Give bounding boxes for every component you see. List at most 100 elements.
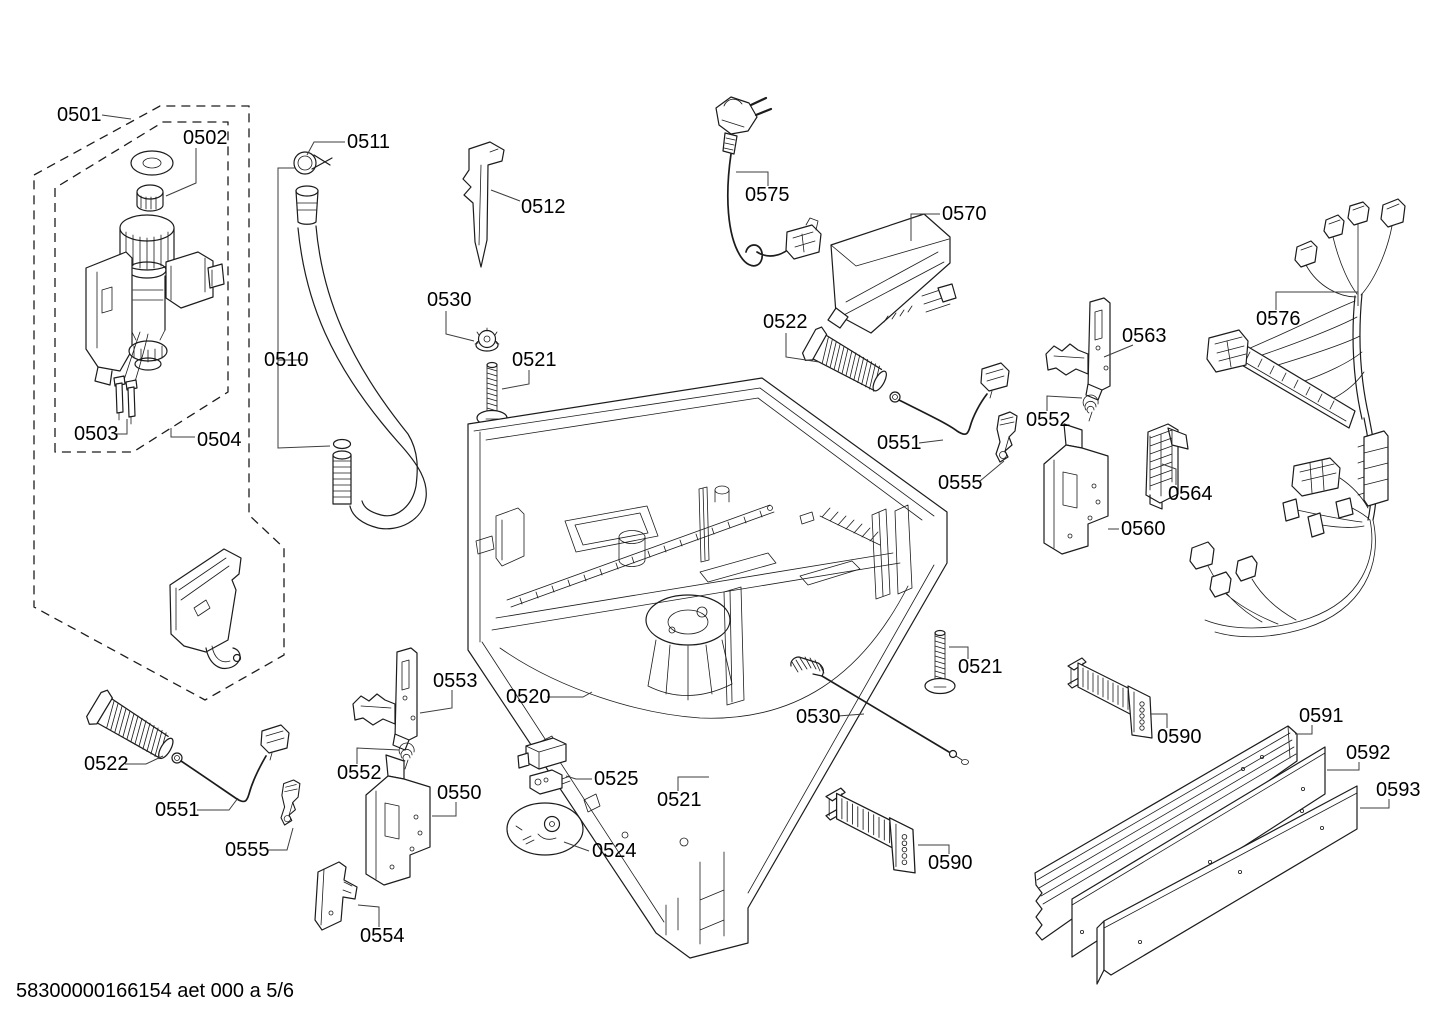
- leader-line-0554: [357, 904, 380, 927]
- labels-layer: 0501 0502 0503 0504 0510 0511 0512 0530 0521 0575…: [57, 104, 1421, 947]
- leader-line-0510: [277, 167, 331, 449]
- leader-line-0520: [547, 691, 593, 698]
- leader-line-0530: [837, 713, 865, 717]
- leader-line-0521: [501, 370, 530, 390]
- hose-ring: [332, 438, 352, 450]
- part-label-0503: 0503: [74, 423, 119, 445]
- electrode-pins-0503: [113, 331, 149, 425]
- leader-line-0530: [445, 311, 475, 342]
- damper-disc-0524: [506, 802, 584, 856]
- part-label-0530: 0530: [796, 706, 841, 728]
- leader-line-0511: [306, 141, 345, 156]
- supply-hose-0510: [295, 185, 427, 530]
- connector-block-0564: [1145, 423, 1189, 510]
- vent-grille-0590-right: [1067, 657, 1153, 739]
- leader-line-0512: [490, 189, 521, 202]
- latch-0555-right: [995, 411, 1018, 463]
- vent-grille-0590-bottom: [825, 787, 916, 874]
- part-label-0564: 0564: [1168, 483, 1213, 505]
- part-label-0521: 0521: [958, 656, 1003, 678]
- bracket-0554: [314, 861, 358, 931]
- leader-line-0525: [565, 775, 592, 780]
- screw-0521-top: [476, 361, 508, 427]
- mounting-plate-0560: [1043, 423, 1109, 555]
- part-label-0555: 0555: [225, 839, 270, 861]
- leader-line-0592: [1327, 762, 1360, 771]
- leader-line-0575: [736, 171, 769, 186]
- inlet-connection-plate: [169, 548, 242, 669]
- leader-line-0553: [419, 690, 453, 714]
- footer-doc-number: 58300000166154 aet 000 a 5/6: [16, 980, 294, 1002]
- plinth-panel-0593: [1096, 785, 1358, 985]
- leader-line-0563: [1103, 344, 1134, 358]
- part-label-0560: 0560: [1121, 518, 1166, 540]
- leader-line-0521: [949, 646, 969, 659]
- pull-rope-0551-upper: [889, 362, 1010, 436]
- fastening-bracket-0512: [462, 141, 505, 268]
- part-label-0590: 0590: [1157, 726, 1202, 748]
- leader-line-0552: [1046, 395, 1083, 411]
- switch-0525: [517, 737, 571, 795]
- part-label-0522: 0522: [763, 311, 808, 333]
- part-label-0570: 0570: [942, 203, 987, 225]
- leader-line-0501: [101, 114, 132, 120]
- part-label-0504: 0504: [197, 429, 242, 451]
- part-label-0530: 0530: [427, 289, 472, 311]
- leader-line-0550: [432, 802, 457, 817]
- part-label-0591: 0591: [1299, 705, 1344, 727]
- cable-0530-lower: [790, 656, 969, 765]
- valve-body: [85, 214, 225, 386]
- leader-line-0555: [267, 827, 294, 851]
- part-label-0511: 0511: [347, 131, 390, 153]
- aquastop-valve-assembly-0501: [85, 150, 242, 669]
- part-label-0553: 0553: [433, 670, 478, 692]
- leader-line-0522: [785, 333, 820, 363]
- part-label-0501: 0501: [57, 104, 102, 126]
- boundary-box-inner-0504: [54, 121, 229, 453]
- part-label-0590: 0590: [928, 852, 973, 874]
- leader-line-0551: [918, 439, 944, 444]
- part-label-0554: 0554: [360, 925, 405, 947]
- part-label-0520: 0520: [506, 686, 551, 708]
- power-cord-0575: [715, 96, 822, 267]
- screw-0521-right: [924, 629, 956, 695]
- leader-line-0593: [1360, 799, 1390, 809]
- leader-line-0521: [677, 776, 709, 791]
- leader-line-0590: [918, 844, 950, 854]
- hose-clamp-0511: [293, 151, 333, 175]
- part-label-0575: 0575: [745, 184, 790, 206]
- seal-washer-0502: [130, 150, 174, 176]
- leader-line-0564: [1161, 463, 1177, 485]
- tension-spring-0522-upper: [799, 324, 894, 400]
- pull-rope-0551-lower: [171, 724, 290, 803]
- leader-line-0551: [197, 797, 239, 811]
- part-label-0552: 0552: [337, 762, 382, 784]
- leader-line-0591: [1295, 725, 1313, 735]
- leader-line-0522: [125, 755, 164, 765]
- leader-line-0590: [1150, 713, 1168, 728]
- part-label-0551: 0551: [155, 799, 200, 821]
- leader-line-0555: [979, 460, 1005, 482]
- cable-harness-0576: [1189, 198, 1406, 638]
- part-label-0555: 0555: [938, 472, 983, 494]
- part-label-0512: 0512: [521, 196, 566, 218]
- part-label-0521: 0521: [657, 789, 702, 811]
- knurled-nut-0502: [136, 184, 164, 212]
- leader-line-0503: [114, 419, 128, 435]
- part-label-0524: 0524: [592, 840, 637, 862]
- part-label-0552: 0552: [1026, 409, 1071, 431]
- boundary-box-outer-0501: [33, 105, 285, 701]
- latch-0555-left: [280, 779, 301, 826]
- leader-line-0502: [165, 148, 197, 197]
- hinge-bracket-0553: [352, 647, 418, 751]
- nut-0530: [474, 327, 500, 352]
- control-module-0570: [827, 213, 957, 334]
- part-label-0551: 0551: [877, 432, 922, 454]
- part-label-0502: 0502: [183, 127, 228, 149]
- hinge-bracket-0563: [1045, 297, 1111, 401]
- part-label-0521: 0521: [512, 349, 557, 371]
- part-label-0510: 0510: [264, 349, 309, 371]
- part-label-0563: 0563: [1122, 325, 1167, 347]
- part-label-0593: 0593: [1376, 779, 1421, 801]
